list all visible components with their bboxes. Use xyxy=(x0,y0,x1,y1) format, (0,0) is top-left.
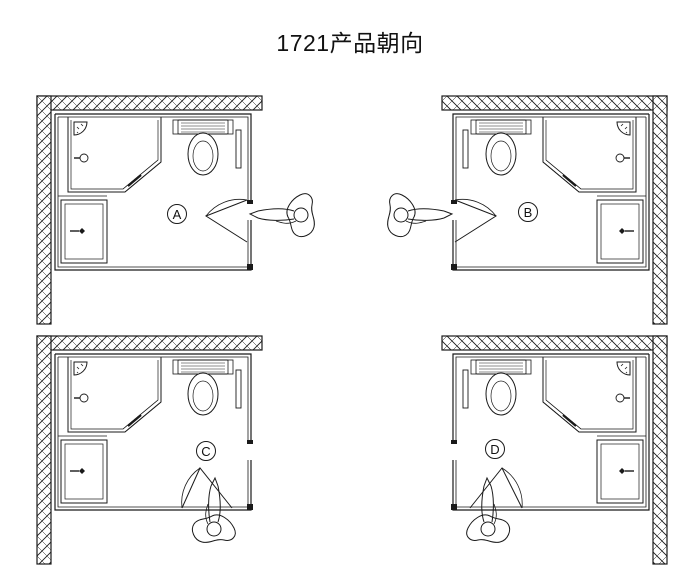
unit-label-a: A xyxy=(173,207,182,222)
person-icon xyxy=(249,193,315,238)
unit-label-b: B xyxy=(524,205,533,220)
unit-label-circle-a xyxy=(167,204,187,224)
unit-a: A xyxy=(35,94,315,326)
unit-c: C xyxy=(35,334,264,566)
unit-label-circle-c xyxy=(196,441,216,461)
unit-b: B xyxy=(387,94,669,326)
unit-label-d: D xyxy=(490,442,499,457)
unit-d: D xyxy=(440,334,669,566)
person-icon xyxy=(387,193,453,238)
unit-label-circle-d xyxy=(485,439,505,459)
unit-label-c: C xyxy=(201,444,210,459)
unit-label-circle-b xyxy=(518,202,538,222)
page-title: 1721产品朝向 xyxy=(276,30,424,56)
